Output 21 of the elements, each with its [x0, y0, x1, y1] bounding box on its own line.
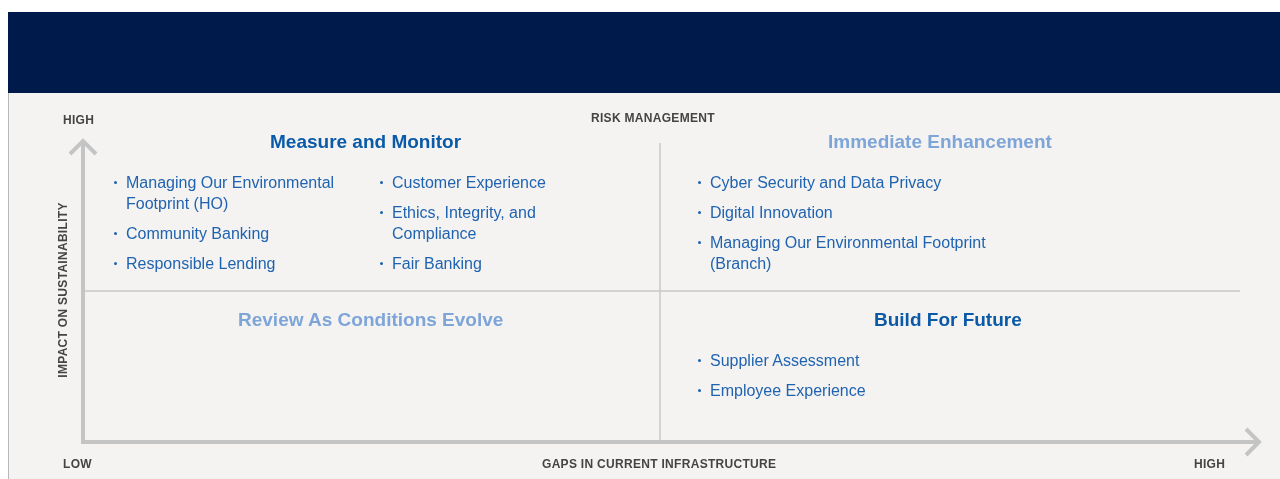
axis-label: LOW: [63, 456, 92, 473]
list-item: Responsible Lending: [126, 254, 276, 274]
quadrant-heading: Build For Future: [874, 308, 1022, 332]
list-item: Digital Innovation: [710, 203, 833, 223]
axis-label: HIGH: [1194, 456, 1226, 473]
quadrant-heading: Immediate Enhancement: [828, 130, 1052, 154]
axis-title: IMPACT ON SUSTAINABILITY: [55, 202, 71, 378]
list-item: Fair Banking: [392, 254, 482, 274]
list-item: Managing Our Environmental Footprint (Branch): [710, 233, 987, 274]
list-item: Employee Experience: [710, 381, 866, 401]
axis-title: RISK MANAGEMENT: [591, 110, 715, 127]
quadrant-heading: Review As Conditions Evolve: [238, 308, 504, 332]
list-item: Customer Experience: [392, 173, 546, 193]
axis-label: HIGH: [63, 112, 95, 129]
axis-title: GAPS IN CURRENT INFRASTRUCTURE: [542, 456, 777, 473]
list-item: Managing Our Environmental Footprint (HO): [126, 173, 336, 214]
list-item: Supplier Assessment: [710, 351, 860, 371]
list-item: Cyber Security and Data Privacy: [710, 173, 942, 193]
list-item: Community Banking: [126, 224, 270, 244]
quadrant-heading: Measure and Monitor: [270, 130, 462, 154]
list-item: Ethics, Integrity, and Compliance: [392, 203, 537, 244]
